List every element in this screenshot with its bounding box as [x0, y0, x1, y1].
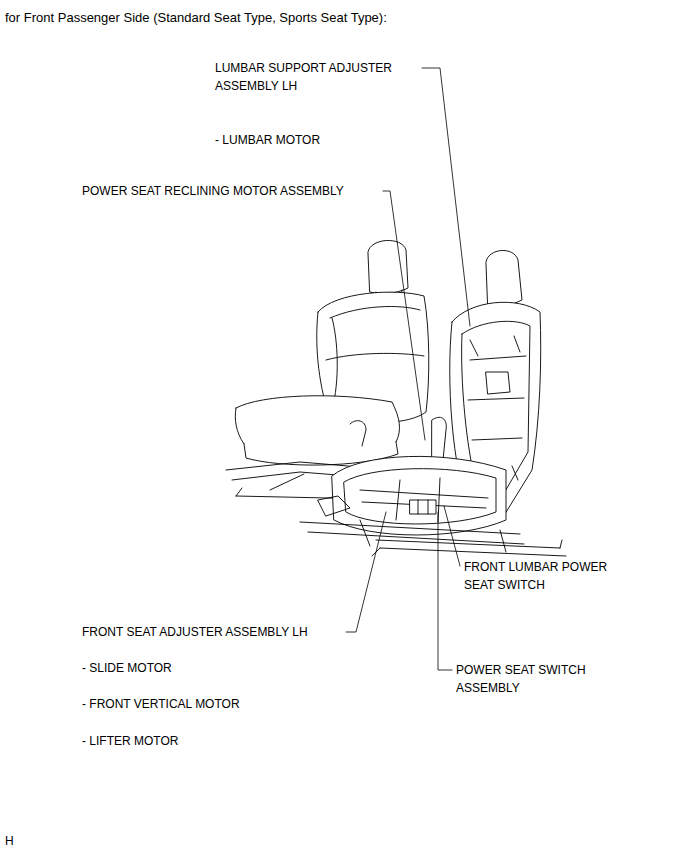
seat-frame	[332, 250, 541, 535]
part-label: LUMBAR SUPPORT ADJUSTER ASSEMBLY LH	[215, 59, 420, 95]
leader-line	[438, 512, 452, 670]
leader-lines	[346, 68, 470, 670]
figure-code: H	[5, 832, 35, 850]
leader-line	[444, 506, 460, 566]
part-label: FRONT SEAT ADJUSTER ASSEMBLY LH	[82, 623, 344, 641]
upholstered-seat	[235, 240, 429, 465]
part-label: POWER SEAT SWITCH ASSEMBLY	[456, 661, 626, 697]
part-label: - LUMBAR MOTOR	[215, 131, 435, 149]
part-label: - FRONT VERTICAL MOTOR	[82, 695, 282, 713]
leader-line	[422, 68, 470, 326]
page-title: for Front Passenger Side (Standard Seat …	[5, 10, 387, 26]
part-label: - LIFTER MOTOR	[82, 732, 282, 750]
part-label: - SLIDE MOTOR	[82, 659, 282, 677]
part-label: POWER SEAT RECLINING MOTOR ASSEMBLY	[82, 182, 382, 200]
leader-line	[346, 512, 386, 632]
leader-line	[383, 191, 425, 440]
right-seat-rails	[300, 496, 566, 556]
part-label: FRONT LUMBAR POWER SEAT SWITCH	[464, 558, 639, 594]
